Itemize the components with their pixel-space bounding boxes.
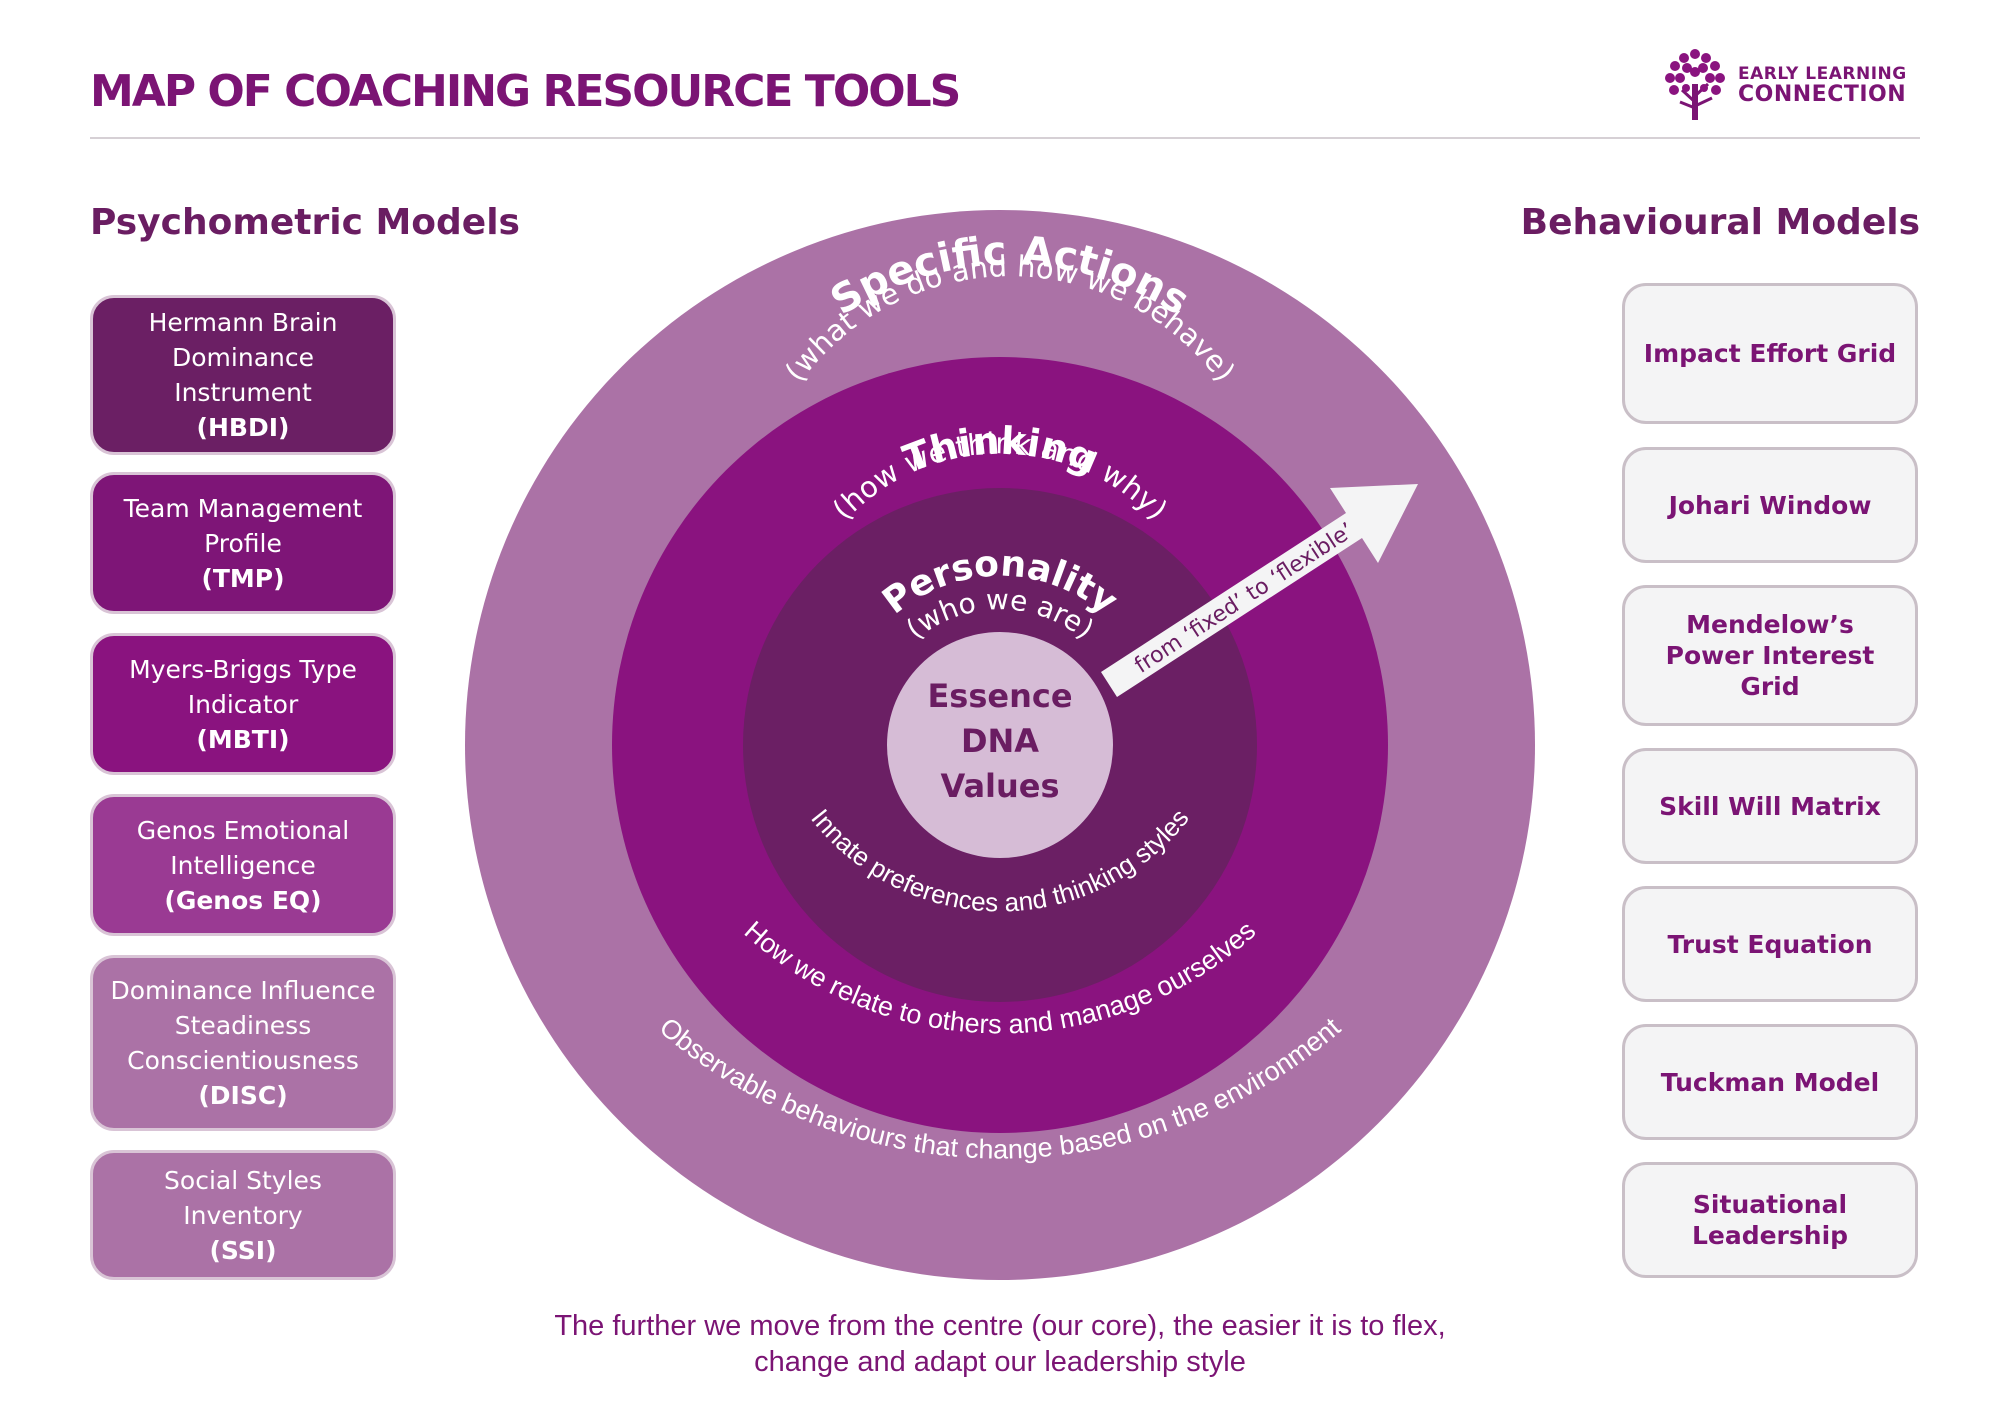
model-name: Myers-Briggs Type	[129, 654, 357, 684]
header-divider	[90, 137, 1920, 139]
core-line-values: Values	[940, 767, 1059, 805]
model-abbreviation: (DISC)	[198, 1081, 288, 1110]
model-name: Steadiness	[174, 1011, 312, 1040]
behavioural-box-tuckman-model: Tuckman Model	[1622, 1024, 1918, 1140]
model-name: Indicator	[187, 689, 299, 719]
model-abbreviation: (HBDI)	[196, 413, 290, 442]
model-abbreviation: (Genos EQ)	[164, 885, 322, 915]
model-name: Skill Will Matrix	[1659, 791, 1881, 821]
psychometric-box-ssi: Social Styles Inventory (SSI)	[90, 1150, 396, 1280]
psychometric-box-tmp: Team Management Profile (TMP)	[90, 472, 396, 614]
behavioural-box-johari-window: Johari Window	[1622, 447, 1918, 563]
model-name: Dominance Instrument	[172, 343, 314, 407]
model-name: Mendelow’s Power Interest Grid	[1665, 610, 1875, 701]
model-name: Tuckman Model	[1660, 1067, 1880, 1097]
logo-text-line2: CONNECTION	[1738, 82, 1907, 107]
flexibility-arrow	[1101, 484, 1418, 697]
tree-icon	[1665, 49, 1725, 120]
brand-logo: EARLY LEARNING CONNECTION	[1660, 44, 1920, 124]
behavioural-heading: Behavioural Models	[1520, 202, 1920, 243]
psychometric-box-genos-eq: Genos Emotional Intelligence (Genos EQ)	[90, 794, 396, 936]
model-name: Situational Leadership	[1691, 1190, 1849, 1250]
psychometric-box-disc: Dominance Influence Steadiness Conscient…	[90, 955, 396, 1131]
behavioural-box-mendelow-grid: Mendelow’s Power Interest Grid	[1622, 585, 1918, 726]
behavioural-box-trust-equation: Trust Equation	[1622, 886, 1918, 1002]
model-name: Johari Window	[1668, 490, 1872, 520]
model-abbreviation: (MBTI)	[196, 724, 290, 754]
core-line-dna: DNA	[961, 722, 1039, 760]
model-name: Trust Equation	[1667, 929, 1873, 959]
model-name: Genos Emotional	[136, 815, 350, 845]
core-circle	[887, 632, 1113, 858]
model-name: Intelligence	[170, 850, 316, 880]
model-name: Impact Effort Grid	[1643, 339, 1897, 368]
behavioural-box-skill-will-matrix: Skill Will Matrix	[1622, 748, 1918, 864]
footer-note: The further we move from the centre (our…	[400, 1308, 1600, 1380]
model-abbreviation: (SSI)	[209, 1235, 277, 1265]
model-name: Social Styles Inventory	[164, 1165, 322, 1230]
behavioural-box-situational-leadership: Situational Leadership	[1622, 1162, 1918, 1278]
model-abbreviation: (TMP)	[201, 563, 285, 593]
model-name: Conscientiousness	[127, 1046, 359, 1075]
psychometric-box-hbdi: Hermann Brain Dominance Instrument (HBDI…	[90, 295, 396, 455]
model-name: Dominance Influence	[110, 976, 376, 1005]
psychometric-heading: Psychometric Models	[90, 202, 520, 243]
logo-text-line1: EARLY LEARNING	[1738, 64, 1907, 84]
page-title: MAP OF COACHING RESOURCE TOOLS	[90, 66, 961, 117]
model-name: Team Management	[123, 493, 363, 523]
model-name: Hermann Brain	[148, 308, 338, 337]
model-name: Profile	[204, 528, 282, 558]
core-line-essence: Essence	[927, 677, 1072, 715]
psychometric-box-mbti: Myers-Briggs Type Indicator (MBTI)	[90, 633, 396, 775]
footer-line1: The further we move from the centre (our…	[554, 1310, 1446, 1342]
behavioural-box-impact-effort-grid: Impact Effort Grid	[1622, 283, 1918, 424]
footer-line2: change and adapt our leadership style	[754, 1346, 1246, 1378]
